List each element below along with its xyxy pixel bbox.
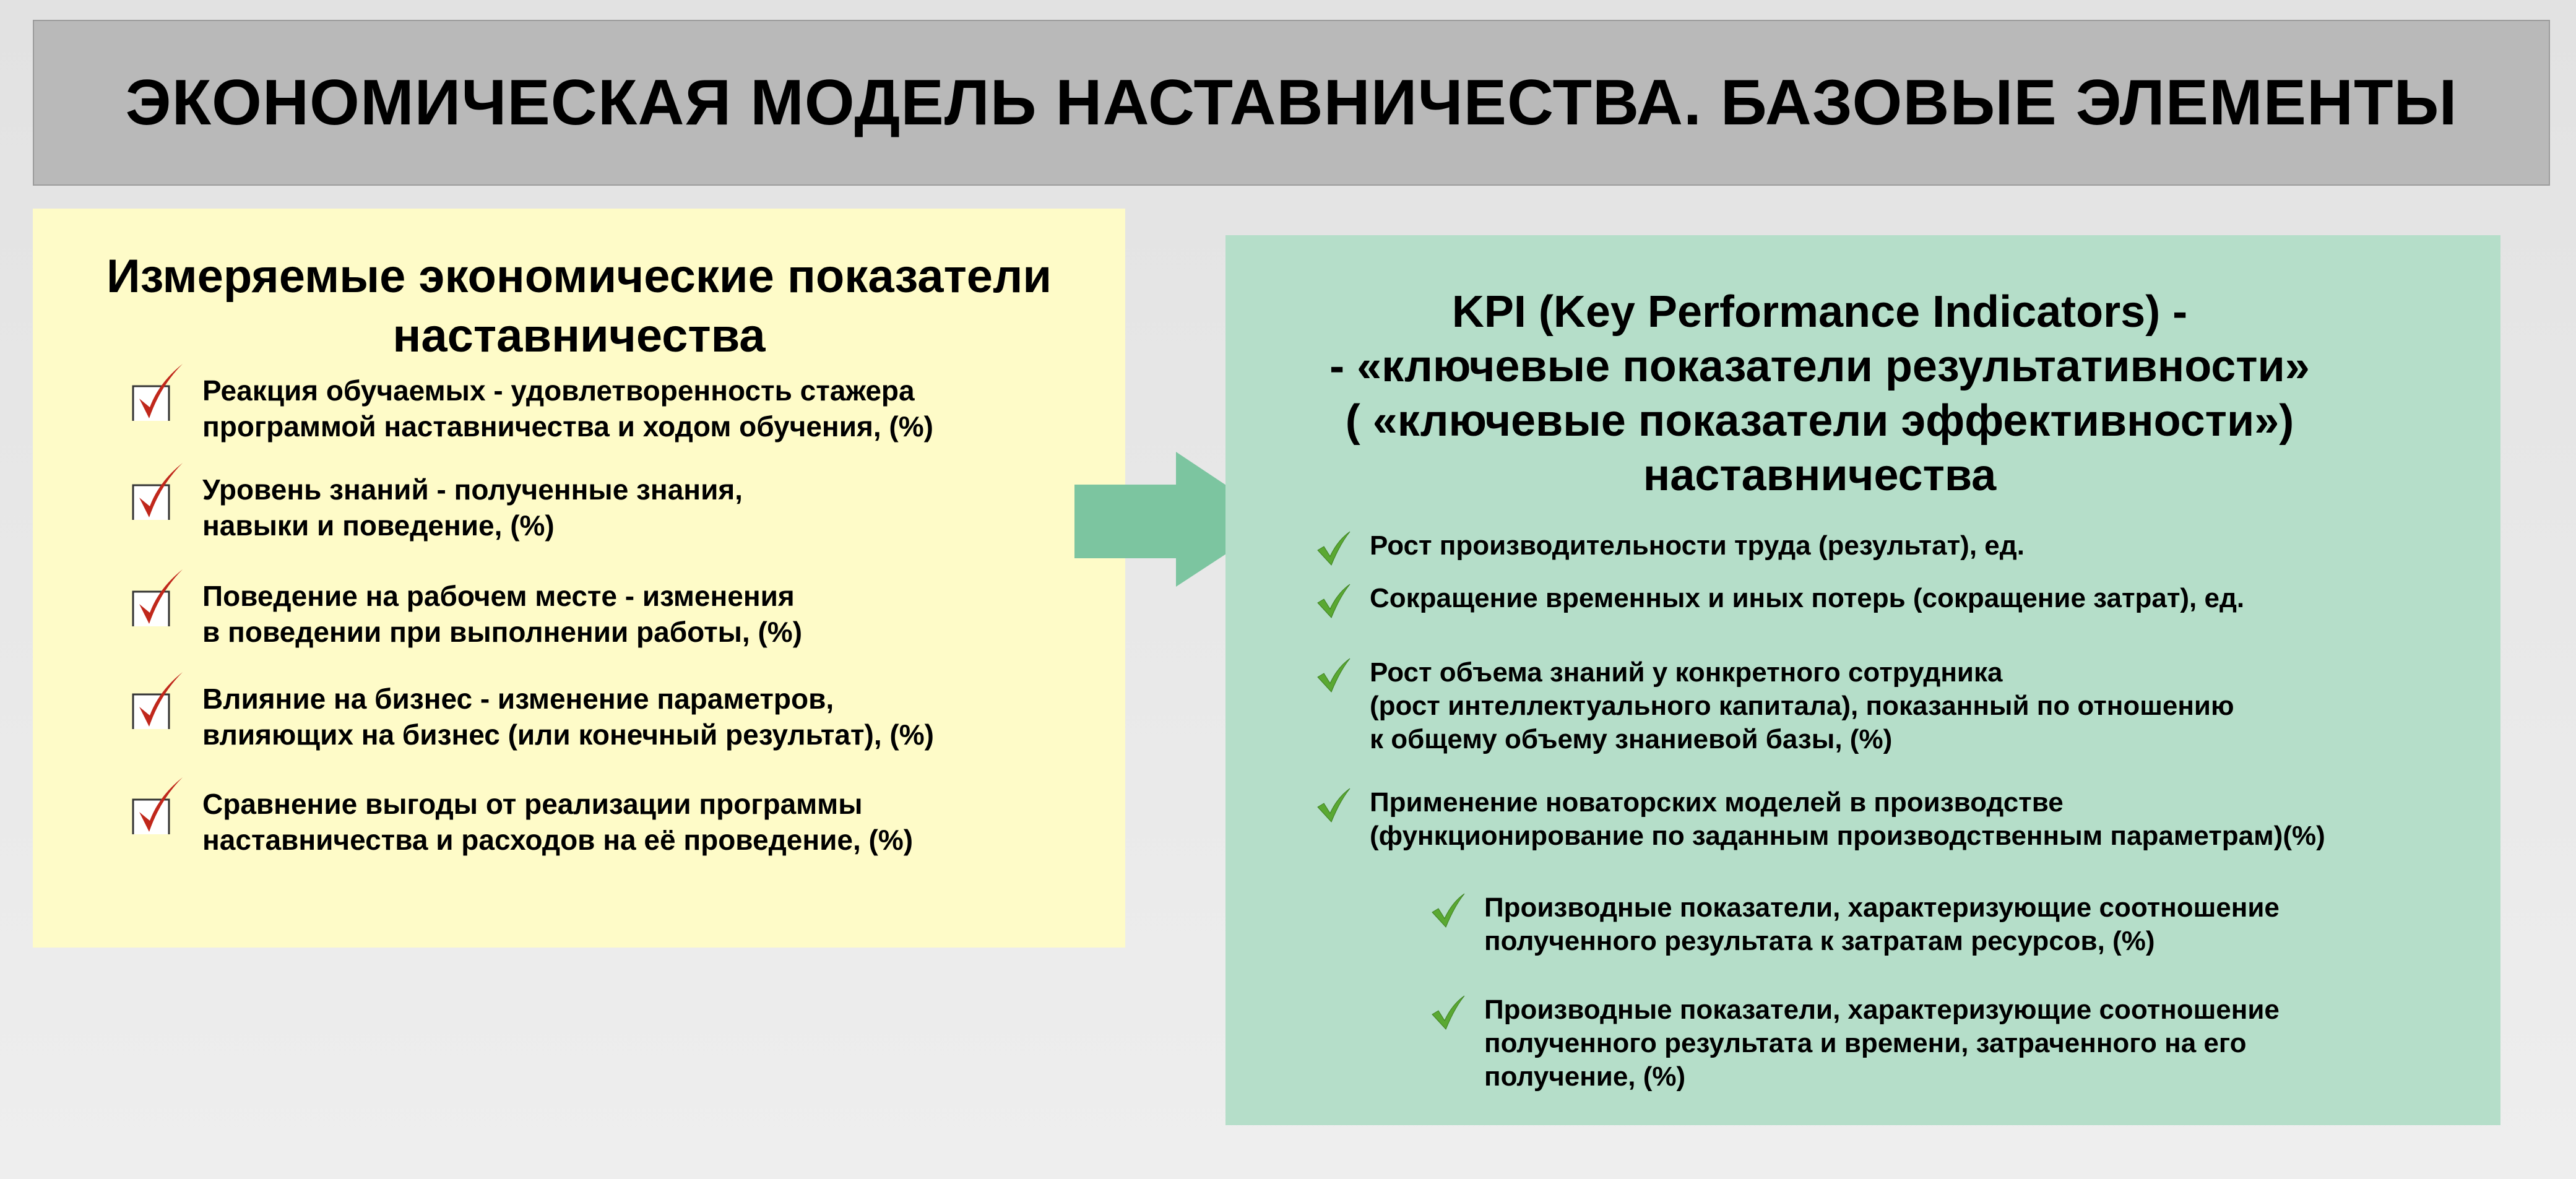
panel-heading: Измеряемые экономические показатели наст… xyxy=(33,247,1125,366)
kpi-item: Рост производительности труда (результат… xyxy=(1315,529,2025,566)
checkmark-icon xyxy=(1430,993,1467,1030)
item-text: Рост объема знаний у конкретного сотрудн… xyxy=(1370,657,2234,754)
list-item: Реакция обучаемых - удовлетворенность ст… xyxy=(132,364,933,444)
kpi-item: Производные показатели, характеризующие … xyxy=(1430,891,2280,958)
item-text: Производные показатели, характеризующие … xyxy=(1484,995,2280,1092)
heading-line: ( «ключевые показатели эффективности») xyxy=(1345,396,2294,446)
kpi-item: Производные показатели, характеризующие … xyxy=(1430,993,2280,1094)
checkbox-checked-icon xyxy=(132,364,183,426)
kpi-item: Сокращение временных и иных потерь (сокр… xyxy=(1315,582,2244,619)
item-text: Уровень знаний - полученные знания,навык… xyxy=(202,473,743,542)
heading-line: - «ключевые показатели результативности» xyxy=(1329,342,2310,391)
heading-line: Измеряемые экономические показатели xyxy=(106,250,1052,303)
panel-heading: KPI (Key Performance Indicators) - - «кл… xyxy=(1225,285,2414,503)
kpi-item: Рост объема знаний у конкретного сотрудн… xyxy=(1315,656,2234,756)
checkbox-checked-icon xyxy=(132,777,183,839)
item-text: Применение новаторских моделей в произво… xyxy=(1370,787,2325,851)
checkmark-icon xyxy=(1315,582,1352,619)
kpi-item: Применение новаторских моделей в произво… xyxy=(1315,786,2325,853)
heading-line: KPI (Key Performance Indicators) - xyxy=(1451,287,2188,337)
kpi-panel: KPI (Key Performance Indicators) - - «кл… xyxy=(1225,235,2500,1125)
checkbox-checked-icon xyxy=(132,463,183,525)
checkmark-icon xyxy=(1315,529,1352,566)
checkbox-checked-icon xyxy=(132,569,183,631)
heading-line: наставничества xyxy=(392,309,766,362)
checkmark-icon xyxy=(1430,891,1467,928)
title-bar: ЭКОНОМИЧЕСКАЯ МОДЕЛЬ НАСТАВНИЧЕСТВА. БАЗ… xyxy=(33,20,2550,186)
item-text: Производные показатели, характеризующие … xyxy=(1484,892,2280,956)
list-item: Уровень знаний - полученные знания,навык… xyxy=(132,463,743,543)
measurable-indicators-panel: Измеряемые экономические показатели наст… xyxy=(33,209,1125,948)
page-title: ЭКОНОМИЧЕСКАЯ МОДЕЛЬ НАСТАВНИЧЕСТВА. БАЗ… xyxy=(125,66,2458,139)
checkmark-icon xyxy=(1315,786,1352,823)
list-item: Сравнение выгоды от реализации программы… xyxy=(132,777,914,858)
item-text: Влияние на бизнес - изменение параметров… xyxy=(202,683,934,751)
heading-line: наставничества xyxy=(1643,451,1997,500)
checkbox-checked-icon xyxy=(132,672,183,734)
item-text: Реакция обучаемых - удовлетворенность ст… xyxy=(202,374,933,443)
list-item: Влияние на бизнес - изменение параметров… xyxy=(132,672,934,753)
item-text: Рост производительности труда (результат… xyxy=(1370,530,2025,561)
item-text: Сравнение выгоды от реализации программы… xyxy=(202,788,914,856)
item-text: Сокращение временных и иных потерь (сокр… xyxy=(1370,583,2245,613)
checkmark-icon xyxy=(1315,656,1352,693)
